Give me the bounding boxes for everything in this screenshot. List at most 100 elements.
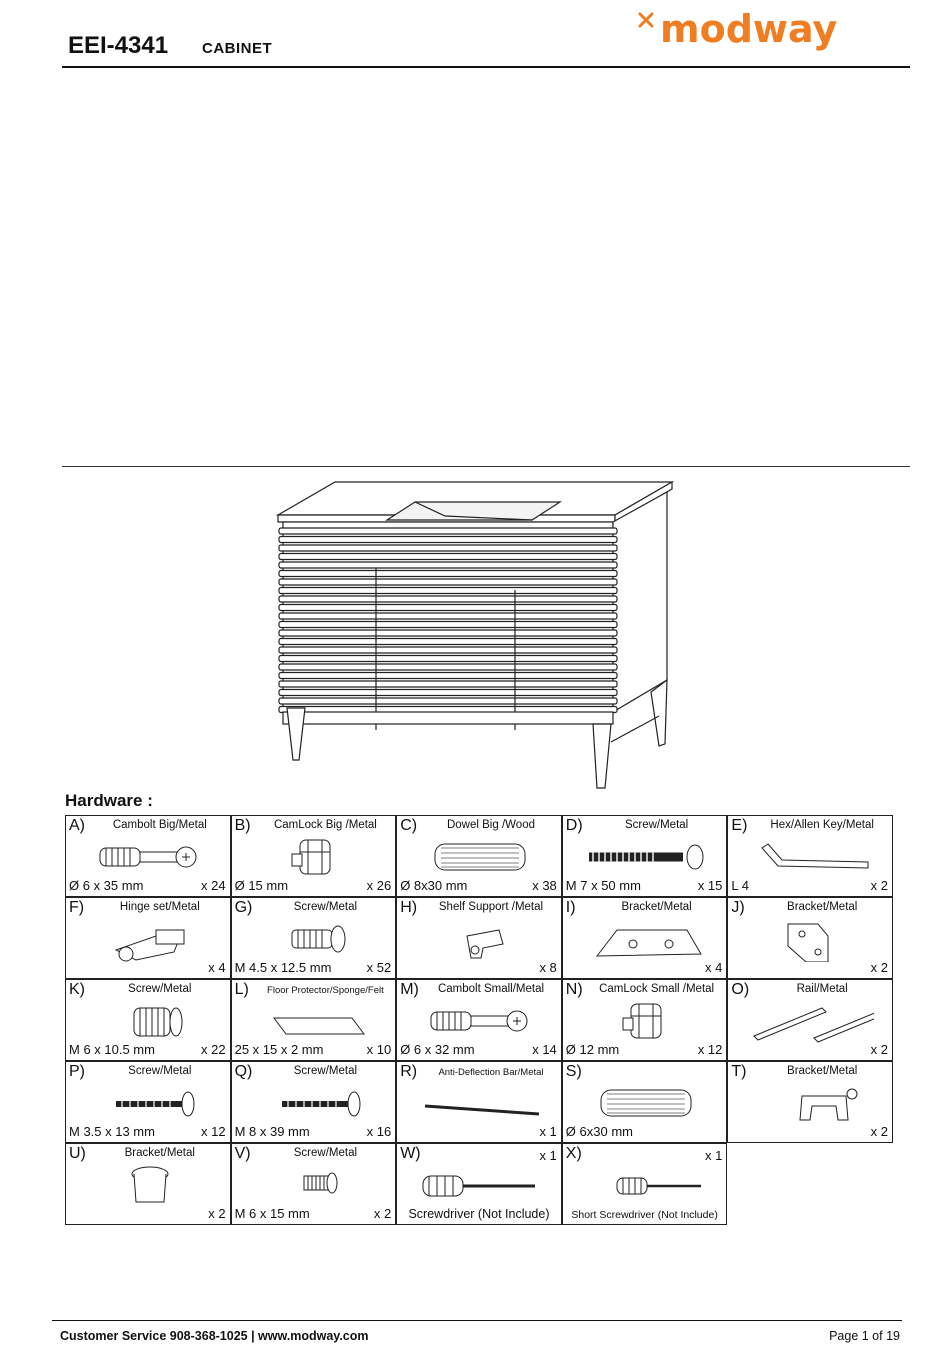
item-description: Bracket/Metal: [787, 901, 858, 913]
item-letter: A): [69, 817, 85, 834]
cabinet-slat: [278, 620, 618, 629]
cabinet-slat: [278, 552, 618, 561]
item-spec: Ø 8x30 mm: [400, 878, 468, 893]
item-letter: M): [400, 981, 419, 998]
hardware-item-h: H) Shelf Support /Metal x 8: [396, 897, 562, 979]
cabinet-slat: [278, 646, 618, 654]
item-spec: L 4: [731, 878, 749, 893]
item-quantity: x 2: [870, 1042, 888, 1057]
item-spec: M 8 x 39 mm: [234, 1124, 310, 1139]
shelf-support-icon: [466, 929, 504, 959]
item-letter: I): [565, 899, 576, 916]
item-letter: H): [400, 899, 418, 916]
item-description: Screw/Metal: [293, 901, 358, 913]
item-description: CamLock Small /Metal: [599, 983, 715, 995]
item-letter: D): [565, 817, 583, 834]
item-letter: R): [400, 1063, 418, 1080]
item-letter: P): [69, 1063, 85, 1080]
machine-screw-icon: [303, 1172, 338, 1194]
cabinet-slat: [278, 595, 618, 603]
wood-screw-icon: [281, 1091, 361, 1117]
item-letter: T): [731, 1063, 747, 1080]
item-letter: C): [400, 817, 418, 834]
cabinet-slat: [278, 578, 618, 586]
cabinet-slat: [278, 629, 618, 637]
item-quantity: x 8: [539, 960, 557, 975]
item-letter: F): [69, 899, 85, 916]
item-description: Rail/Metal: [796, 983, 848, 995]
cabinet-slat: [278, 654, 618, 663]
cabinet-slat: [278, 663, 618, 671]
allen-key-icon: [761, 843, 869, 869]
hardware-item-w: W)Screwdriver (Not Include)x 1: [396, 1143, 562, 1225]
cabinet-slat: [278, 637, 618, 646]
felt-pad-icon: [272, 1017, 365, 1035]
item-letter: L): [234, 981, 249, 998]
item-description: Hinge set/Metal: [119, 901, 200, 913]
cabinet-slat: [278, 671, 618, 680]
item-spec: M 6 x 15 mm: [234, 1206, 310, 1221]
page-number: Page 1 of 19: [829, 1329, 900, 1343]
dowel-icon: [600, 1089, 692, 1117]
cabinet-slat: [278, 697, 618, 705]
cabinet-slat: [278, 586, 618, 595]
item-letter: G): [234, 899, 253, 916]
item-letter: U): [69, 1145, 86, 1162]
item-quantity: x 1: [539, 1148, 557, 1163]
hardware-title: Hardware :: [65, 791, 153, 810]
item-quantity: x 2: [870, 960, 888, 975]
item-quantity: x 4: [208, 960, 226, 975]
item-caption: Short Screwdriver (Not Include): [571, 1209, 718, 1221]
brand-logo: modway: [638, 7, 837, 51]
cabinet-slat: [278, 612, 618, 620]
item-description: Screw/Metal: [128, 983, 192, 995]
item-quantity: x 2: [870, 878, 888, 893]
angle-bracket-icon: [787, 923, 829, 962]
item-spec: M 7 x 50 mm: [565, 878, 641, 893]
item-description: Screw/Metal: [128, 1065, 192, 1077]
cabinet-slat: [278, 603, 618, 612]
item-description: Shelf Support /Metal: [438, 901, 544, 913]
item-quantity: x 22: [201, 1042, 226, 1057]
page-header: EEI-4341 CABINET modway: [62, 7, 910, 68]
item-quantity: x 24: [201, 878, 226, 893]
item-letter: X): [565, 1145, 582, 1162]
item-description: Bracket/Metal: [787, 1065, 858, 1077]
cabinet-slat: [278, 544, 618, 552]
item-quantity: x 16: [366, 1124, 392, 1139]
cambolt-icon: [99, 846, 197, 868]
item-letter: W): [400, 1145, 421, 1162]
item-letter: J): [731, 899, 745, 916]
item-letter: Q): [234, 1063, 253, 1080]
hinge-icon: [114, 929, 185, 962]
drawer-rail-icon: [753, 1007, 875, 1043]
item-quantity: x 52: [366, 960, 392, 975]
item-letter: N): [565, 981, 583, 998]
hardware-item-t: T) Bracket/Metal x 2: [727, 1061, 893, 1143]
item-quantity: x 2: [208, 1206, 226, 1221]
wood-screw-icon: [116, 1091, 195, 1117]
customer-service: Customer Service 908-368-1025 | www.modw…: [60, 1329, 369, 1343]
item-spec: Ø 6 x 32 mm: [400, 1042, 475, 1057]
item-quantity: x 4: [705, 960, 723, 975]
long-screw-icon: [588, 844, 704, 870]
hardware-item-j: J) Bracket/Metal x 2: [727, 897, 893, 979]
item-letter: S): [565, 1063, 582, 1080]
item-quantity: x 12: [201, 1124, 226, 1139]
item-quantity: x 2: [870, 1124, 888, 1139]
item-spec: Ø 6 x 35 mm: [69, 878, 144, 893]
cabinet-slat: [278, 535, 618, 544]
hardware-item-x: X)Short Screwdriver (Not Include)x 1: [561, 1143, 728, 1225]
item-description: Floor Protector/Sponge/Felt: [267, 985, 384, 996]
